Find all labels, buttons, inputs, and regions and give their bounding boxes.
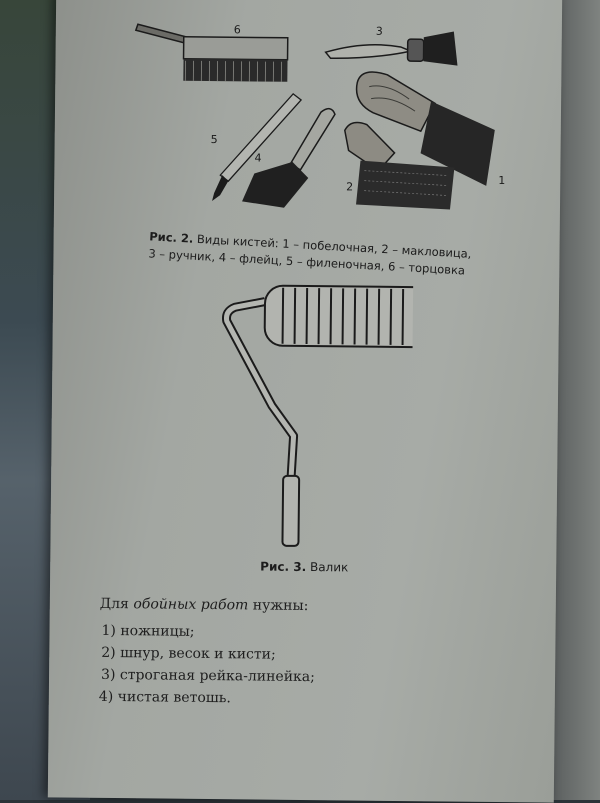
brush-6: [134, 23, 289, 82]
figure-2-caption-prefix: Рис. 2.: [148, 229, 194, 246]
book-page: 6 3 5 4 2 1 Рис. 2. Виды кистей: 1 – поб…: [47, 0, 563, 803]
label-2: 2: [346, 180, 353, 193]
brush-4: [242, 107, 336, 208]
brush-5: [212, 92, 303, 202]
paint-roller-illustration: [222, 284, 414, 547]
label-1: 1: [498, 174, 505, 187]
brush-1: [355, 71, 495, 186]
wallpaper-tools-text: Для обойных работ нужны: 1) ножницы; 2) …: [99, 596, 520, 712]
label-6: 6: [234, 23, 241, 36]
intro-italic: обойных работ: [133, 596, 249, 614]
label-4: 4: [254, 151, 261, 164]
brush-3: [324, 31, 458, 66]
brush-types-illustration: 6 3 5 4 2 1: [134, 23, 505, 210]
brush-2: [344, 121, 455, 210]
figure-3-caption-text: Валик: [309, 560, 349, 575]
figure-3-caption: Рис. 3. Валик: [260, 560, 348, 575]
intro-after: нужны:: [248, 597, 309, 615]
figure-3-caption-prefix: Рис. 3.: [260, 559, 307, 575]
list-item: 4) чистая ветошь.: [98, 688, 231, 707]
intro-before: Для: [99, 595, 134, 613]
roller-handle: [281, 474, 301, 547]
label-3: 3: [376, 25, 383, 38]
figure-2-caption: Рис. 2. Виды кистей: 1 – побелочная, 2 –…: [148, 228, 529, 283]
tool-list: 1) ножницы; 2) шнур, весок и кисти; 3) с…: [99, 620, 520, 712]
label-5: 5: [211, 133, 218, 146]
